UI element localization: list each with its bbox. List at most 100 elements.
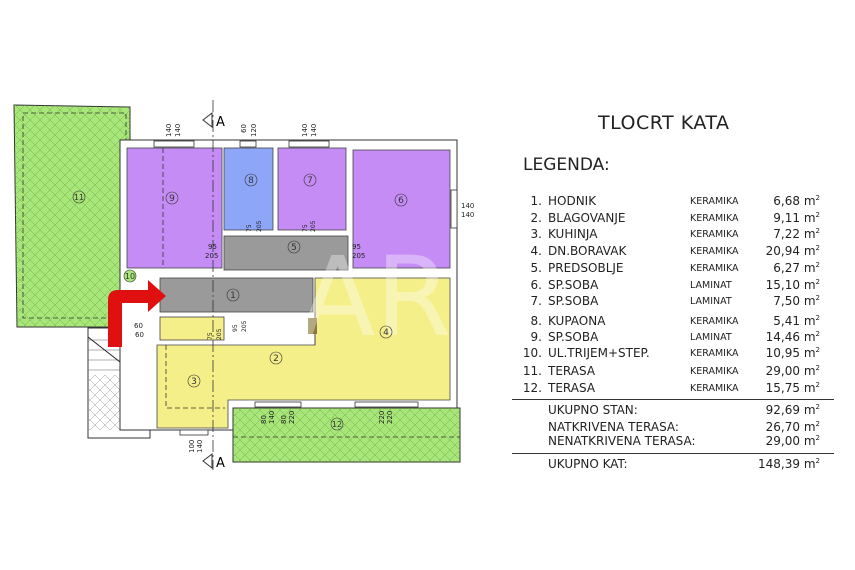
legend-number: 8. [530, 314, 542, 328]
legend-material: KERAMIKA [690, 196, 739, 207]
area-value: 92,69 [765, 403, 800, 417]
legend-number: 2. [530, 211, 542, 225]
area-unit: m [803, 294, 816, 308]
svg-text:140: 140 [461, 202, 474, 210]
legend-room-name: BLAGOVANJE [548, 211, 626, 225]
svg-text:80: 80 [260, 415, 268, 424]
grand-total-row: UKUPNO KAT:148,39 m2 [515, 457, 820, 474]
legend-area: 15,75 m2 [766, 381, 820, 395]
legend-material: KERAMIKA [690, 316, 739, 327]
legend-area: 5,41 m2 [773, 314, 820, 328]
area-unit: m [803, 227, 816, 241]
legend-area: 148,39 m2 [758, 457, 820, 471]
unit-exponent: 2 [815, 346, 820, 354]
svg-text:3: 3 [191, 377, 197, 387]
svg-text:60: 60 [240, 124, 248, 133]
room-label-3: 3 [187, 374, 201, 388]
area-unit: m [803, 420, 816, 434]
unit-exponent: 2 [815, 364, 820, 372]
area-unit: m [803, 261, 816, 275]
area-value: 7,50 [773, 294, 800, 308]
room-label-12: 12 [330, 417, 344, 431]
divider [512, 399, 834, 400]
area-value: 20,94 [765, 244, 800, 258]
svg-text:120: 120 [250, 124, 258, 137]
svg-text:95: 95 [232, 324, 239, 332]
room-label-11: 11 [72, 190, 86, 204]
legend-area: 10,95 m2 [766, 346, 820, 360]
legend-area: 92,69 m2 [766, 403, 820, 417]
svg-text:95: 95 [208, 243, 217, 251]
unit-exponent: 2 [815, 381, 820, 389]
svg-text:220: 220 [288, 411, 296, 424]
area-value: 14,46 [765, 330, 800, 344]
room-4 [156, 277, 451, 429]
svg-text:140: 140 [174, 124, 182, 137]
area-unit: m [803, 211, 816, 225]
svg-text:140: 140 [301, 124, 309, 137]
legend-room-name: TERASA [548, 381, 596, 395]
legend-room-name: SP.SOBA [548, 278, 599, 292]
room-6 [352, 149, 451, 269]
legend-number: 10. [522, 346, 542, 360]
unit-exponent: 2 [815, 294, 820, 302]
legend-material: LAMINAT [690, 280, 732, 291]
entry-arrow-icon [108, 280, 166, 347]
legend-material: KERAMIKA [690, 246, 739, 257]
svg-text:5: 5 [291, 243, 297, 253]
area-value: 29,00 [765, 434, 800, 448]
svg-text:1: 1 [230, 291, 236, 301]
legend-number: 5. [530, 261, 542, 275]
legend-room-name: HODNIK [548, 194, 597, 208]
total-label: NATKRIVENA TERASA: [548, 420, 679, 434]
section-mark-top: A [216, 115, 225, 130]
legend-area: 9,11 m2 [773, 211, 820, 225]
svg-text:95: 95 [352, 243, 361, 251]
legend-material: KERAMIKA [690, 348, 739, 359]
svg-text:7: 7 [307, 176, 313, 186]
unit-exponent: 2 [815, 278, 820, 286]
area-unit: m [803, 434, 816, 448]
room-label-8: 8 [244, 173, 258, 187]
dimension-labels: 140 140 60 120 140 140 140 140 95 205 95… [134, 124, 474, 453]
legend-area: 7,50 m2 [773, 294, 820, 308]
legend-area: 14,46 m2 [766, 330, 820, 344]
room-1 [159, 277, 314, 313]
svg-text:140: 140 [268, 411, 276, 424]
legend-number: 4. [530, 244, 542, 258]
legend-room-name: PREDSOBLJE [548, 261, 624, 275]
unit-exponent: 2 [815, 434, 820, 442]
legend-material: KERAMIKA [690, 263, 739, 274]
legend-room-name: UL.TRIJEM+STEP. [548, 346, 650, 360]
legend-room-name: DN.BORAVAK [548, 244, 627, 258]
svg-text:100: 100 [188, 440, 196, 453]
legend-area: 7,22 m2 [773, 227, 820, 241]
svg-text:220: 220 [378, 411, 386, 424]
room-5 [223, 235, 349, 271]
plan-title: TLOCRT KATA [598, 112, 730, 134]
unit-exponent: 2 [815, 194, 820, 202]
area-unit: m [803, 278, 816, 292]
total-label: NENATKRIVENA TERASA: [548, 434, 696, 448]
unit-exponent: 2 [815, 261, 820, 269]
unit-exponent: 2 [815, 330, 820, 338]
unit-exponent: 2 [815, 314, 820, 322]
unit-exponent: 2 [815, 420, 820, 428]
area-unit: m [803, 403, 816, 417]
room-label-2: 2 [269, 351, 283, 365]
svg-text:60: 60 [135, 331, 144, 339]
unit-exponent: 2 [815, 227, 820, 235]
area-value: 29,00 [765, 364, 800, 378]
room-label-10: 10 [123, 269, 137, 283]
legend-area: 29,00 m2 [766, 364, 820, 378]
area-unit: m [803, 194, 816, 208]
svg-text:6: 6 [398, 196, 404, 206]
legend-heading: LEGENDA: [523, 155, 610, 175]
legend-room-name: SP.SOBA [548, 294, 599, 308]
svg-text:75: 75 [302, 224, 309, 232]
area-unit: m [803, 381, 816, 395]
